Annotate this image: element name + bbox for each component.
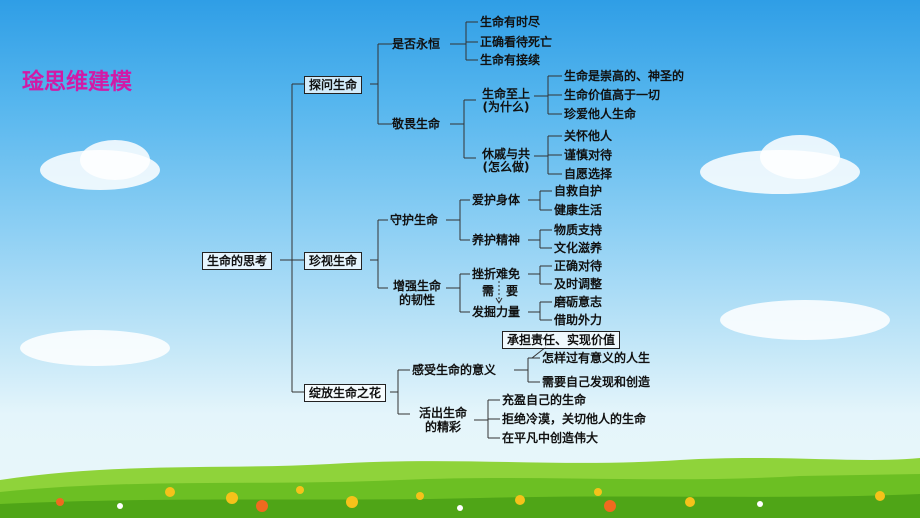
leaf-item: 生命价值高于一切 bbox=[564, 88, 661, 102]
node-care-body: 爱护身体 bbox=[472, 193, 521, 207]
title-text: 思维建模 bbox=[44, 70, 133, 95]
need-label-1: 需 bbox=[482, 284, 495, 298]
node-share-weal-sub: (怎么做) bbox=[482, 160, 530, 174]
leaf-item: 需要自己发现和创造 bbox=[542, 375, 651, 389]
leaf-item: 关怀他人 bbox=[564, 129, 613, 143]
leaf-item: 自愿选择 bbox=[564, 167, 613, 181]
leaf-item: 正确看待死亡 bbox=[480, 35, 553, 49]
cloud-decoration bbox=[720, 300, 890, 340]
cloud-decoration bbox=[760, 135, 840, 179]
slide-title: 琻思维建模 bbox=[22, 64, 132, 96]
leaf-item: 健康生活 bbox=[554, 203, 603, 217]
node-share-weal: 休戚与共 bbox=[481, 147, 530, 161]
node-guard-life: 守护生命 bbox=[390, 213, 439, 227]
leaf-item: 物质支持 bbox=[554, 223, 603, 237]
need-label-2: 要 bbox=[506, 284, 519, 298]
cloud-decoration bbox=[20, 330, 170, 366]
leaf-item: 怎样过有意义的人生 bbox=[542, 351, 651, 365]
leaf-item: 磨砺意志 bbox=[554, 295, 603, 309]
node-feel-meaning: 感受生命的意义 bbox=[412, 363, 497, 377]
leaf-item: 借助外力 bbox=[554, 313, 603, 327]
node-live-brilliantly-sub: 的精彩 bbox=[424, 420, 461, 434]
leaf-item: 谨慎对待 bbox=[564, 148, 613, 162]
leaf-item: 正确对待 bbox=[554, 259, 603, 273]
leaf-item: 拒绝冷漠，关切他人的生命 bbox=[502, 412, 647, 426]
leaf-item: 珍爱他人生命 bbox=[564, 107, 637, 121]
leaf-item: 生命是崇高的、神圣的 bbox=[564, 69, 685, 83]
branch-bloom-life: 绽放生命之花 bbox=[304, 384, 387, 402]
leaf-item: 生命有接续 bbox=[480, 53, 541, 67]
node-is-eternal: 是否永恒 bbox=[392, 37, 441, 51]
node-nurture-spirit: 养护精神 bbox=[472, 233, 521, 247]
title-mark: 琻 bbox=[22, 70, 45, 95]
node-life-supreme-sub: (为什么) bbox=[482, 100, 530, 114]
node-setbacks: 挫折难免 bbox=[472, 267, 521, 281]
leaf-item: 及时调整 bbox=[554, 277, 603, 291]
headline-box: 承担责任、实现价值 bbox=[502, 331, 621, 349]
cloud-decoration bbox=[80, 140, 150, 180]
branch-cherish-life: 珍视生命 bbox=[304, 252, 363, 270]
leaf-item: 自救自护 bbox=[554, 184, 603, 198]
node-live-brilliantly: 活出生命 bbox=[418, 406, 467, 420]
grass-decoration bbox=[0, 458, 920, 518]
node-resilience: 增强生命 bbox=[392, 279, 441, 293]
node-resilience-sub: 的韧性 bbox=[398, 293, 435, 307]
leaf-item: 生命有时尽 bbox=[480, 15, 541, 29]
node-revere-life: 敬畏生命 bbox=[392, 117, 441, 131]
root-node: 生命的思考 bbox=[202, 252, 273, 270]
leaf-item: 文化滋养 bbox=[554, 241, 603, 255]
branch-explore-life: 探问生命 bbox=[304, 76, 363, 94]
leaf-item: 充盈自己的生命 bbox=[502, 393, 587, 407]
node-find-strength: 发掘力量 bbox=[472, 305, 521, 319]
node-life-supreme: 生命至上 bbox=[481, 87, 530, 101]
leaf-item: 在平凡中创造伟大 bbox=[502, 431, 599, 445]
